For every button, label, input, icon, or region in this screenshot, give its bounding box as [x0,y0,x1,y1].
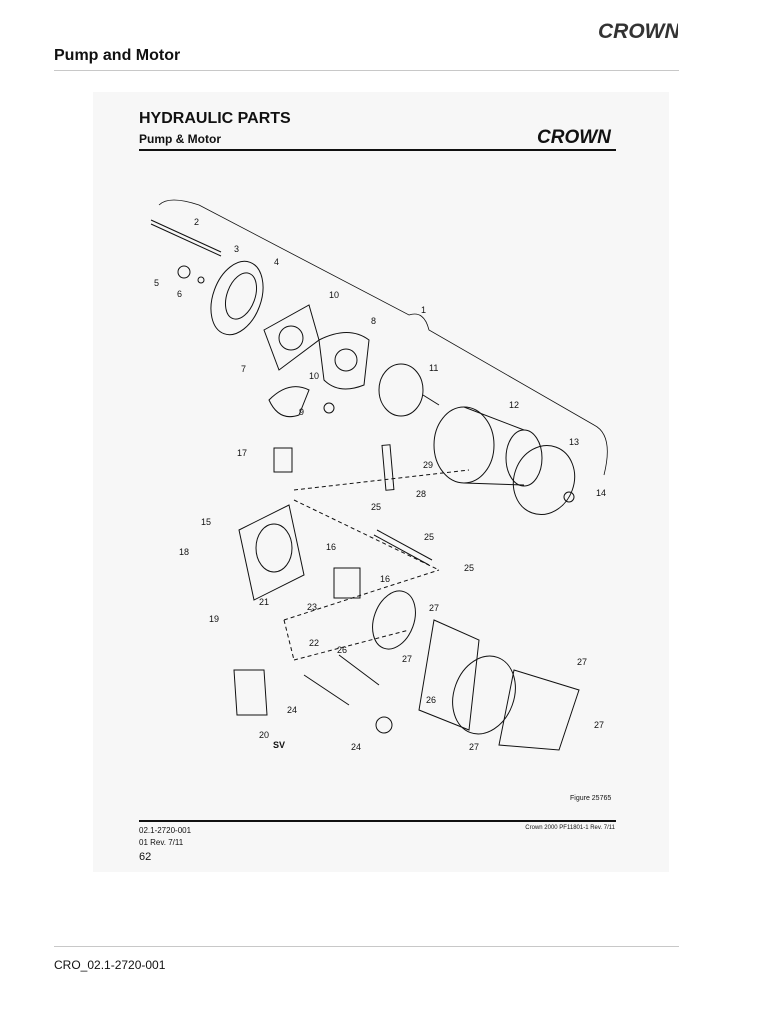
callout: 25 [371,502,381,512]
document-number: 02.1-2720-001 [139,826,192,835]
check-valve [333,567,361,599]
callout: 21 [259,597,269,607]
crown-logo: CROWN [598,20,678,42]
tie-bolt [150,219,222,253]
footer-document-id: CRO_02.1-2720-001 [54,958,166,972]
callout: 12 [509,400,519,410]
end-bell [210,260,264,336]
callout: 9 [299,407,304,417]
callout: 24 [287,705,297,715]
callout: 1 [421,305,426,315]
parts-sheet [93,92,669,872]
callout: 3 [234,244,239,254]
callout: 15 [201,517,211,527]
brush-holder [318,332,370,390]
callout: SV [273,740,285,750]
callout: 27 [577,657,587,667]
callout: 20 [259,730,269,740]
callout: 18 [179,547,189,557]
model-note: Crown 2000 PF11801-1 Rev. 7/11 [525,825,615,831]
header-divider [54,70,679,71]
callout: 11 [429,363,438,373]
page-number: 62 [139,851,152,863]
mounting-strap [381,444,395,491]
motor-frame [433,406,495,484]
callout: 24 [351,742,361,752]
pump-tube [373,534,430,566]
callout: 26 [426,695,436,705]
callout: 28 [416,489,426,499]
callout: 5 [154,278,159,288]
grommet [177,265,191,279]
callout: 27 [429,603,439,613]
callout: 27 [594,720,604,730]
callout: 4 [274,257,279,267]
callout: 22 [309,638,319,648]
sheet-subtitle: Pump & Motor [139,132,221,146]
callout: 2 [194,217,199,227]
callout: 27 [402,654,412,664]
sheet-footer-rule [139,820,616,822]
reservoir-gasket [498,669,580,751]
callout: 25 [424,532,434,542]
exploded-parts-diagram: 2 3 4 5 6 10 8 1 7 11 10 9 12 13 14 17 2… [150,199,608,752]
callout: 19 [209,614,219,624]
filter-tube [303,674,350,706]
figure-reference: Figure 25765 [570,795,612,802]
o-ring [372,590,416,650]
assembly-guide-lines [283,469,470,661]
callout: 10 [329,290,339,300]
sheet-crown-logo: CROWN [537,127,612,146]
callout-labels: 2 3 4 5 6 10 8 1 7 11 10 9 12 13 14 17 2… [154,217,606,752]
end-cover [512,445,576,515]
motor-assembly-outline [158,199,608,476]
callout: 7 [241,364,246,374]
callout: 23 [307,602,317,612]
callout: 16 [380,574,390,584]
revision-label: 01 Rev. 7/11 [139,838,184,847]
callout: 10 [309,371,319,381]
callout: 13 [569,437,579,447]
section-title: Pump and Motor [54,47,181,64]
svg-text:CROWN: CROWN [598,20,678,42]
brush-plate [263,304,320,371]
filter [375,716,393,734]
sheet-title-rule [139,149,616,151]
fitting [273,447,293,473]
callout: 16 [326,542,336,552]
callout: 6 [177,289,182,299]
callout: 17 [237,448,247,458]
callout: 8 [371,316,376,326]
reservoir [418,619,480,731]
pump-body [238,504,305,601]
callout: 14 [596,488,606,498]
brush-set [268,386,310,418]
svg-text:CROWN: CROWN [537,127,612,146]
callout: 26 [337,645,347,655]
relief-valve [233,669,268,716]
callout: 25 [464,563,474,573]
armature [378,363,424,417]
callout: 27 [469,742,479,752]
footer-divider [54,946,679,947]
sheet-title: HYDRAULIC PARTS [139,110,291,127]
callout: 29 [423,460,433,470]
